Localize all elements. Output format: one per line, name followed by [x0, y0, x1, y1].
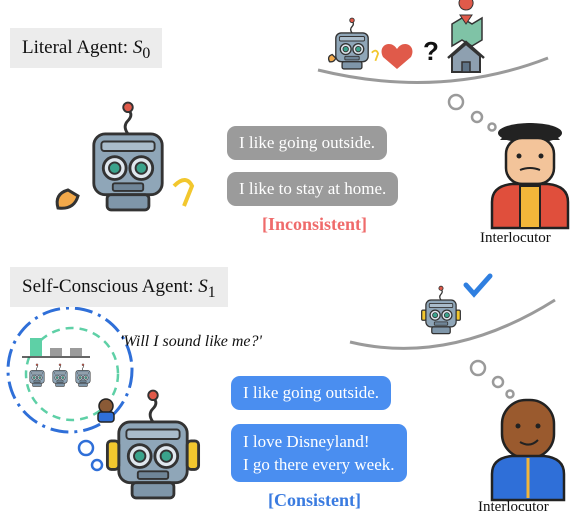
robot-icon [29, 363, 45, 387]
speech-bubble: I like going outside. [231, 376, 391, 410]
literal-agent-math: S [132, 37, 143, 58]
house-icon [447, 40, 485, 73]
literal-agent-label: Literal Agent: S0 [10, 28, 163, 68]
person-icon [490, 123, 570, 230]
bar-chart-icon [22, 338, 90, 358]
literal-agent-subscript: 0 [142, 44, 151, 62]
inconsistent-tag: [Inconsistent] [262, 214, 368, 234]
thought-dot [90, 458, 104, 472]
robot-icon [52, 363, 68, 387]
self-conscious-subscript: 1 [207, 283, 216, 301]
thought-dot [487, 122, 497, 132]
self-conscious-title: Self-Conscious Agent: [22, 276, 199, 297]
person-icon [490, 398, 566, 502]
speech-bubble: I like to stay at home. [227, 172, 399, 206]
person-icon [97, 398, 115, 423]
speech-bubble: I love Disneyland! I go there every week… [231, 424, 407, 482]
robot-icon [105, 389, 201, 500]
robot-icon [75, 363, 91, 387]
thought-arc [349, 298, 556, 350]
self-conscious-agent-label: Self-Conscious Agent: S1 [10, 267, 228, 307]
robot-hand [55, 188, 80, 210]
speech-line: I love Disneyland! [243, 432, 370, 451]
heart-icon [381, 43, 413, 69]
thought-arc [317, 56, 549, 84]
speech-bubble: I like going outside. [227, 126, 387, 160]
self-conscious-math: S [198, 276, 208, 297]
consistent-tag: [Consistent] [268, 490, 361, 510]
robot-icon [92, 101, 164, 212]
map-icon [451, 0, 483, 48]
thought-dot [447, 93, 465, 111]
interlocutor-label: Interlocutor [480, 230, 551, 246]
thought-dot [505, 389, 515, 399]
thought-dot [470, 110, 484, 124]
self-reflection-quote: 'Will I sound like me?' [120, 333, 262, 350]
thought-dot [469, 359, 487, 377]
speech-line: I go there every week. [243, 455, 395, 474]
thought-dot [77, 439, 95, 457]
robot-icon [327, 17, 380, 70]
self-reflection-circle [6, 306, 134, 434]
question-icon: ? [423, 36, 439, 66]
interlocutor-label: Interlocutor [478, 499, 549, 515]
thought-dot [491, 375, 505, 389]
inner-circle [24, 326, 120, 422]
checkmark-icon [463, 273, 493, 298]
robot-icon [421, 285, 461, 335]
literal-agent-title: Literal Agent: [22, 37, 133, 58]
robot-hand [172, 178, 195, 207]
